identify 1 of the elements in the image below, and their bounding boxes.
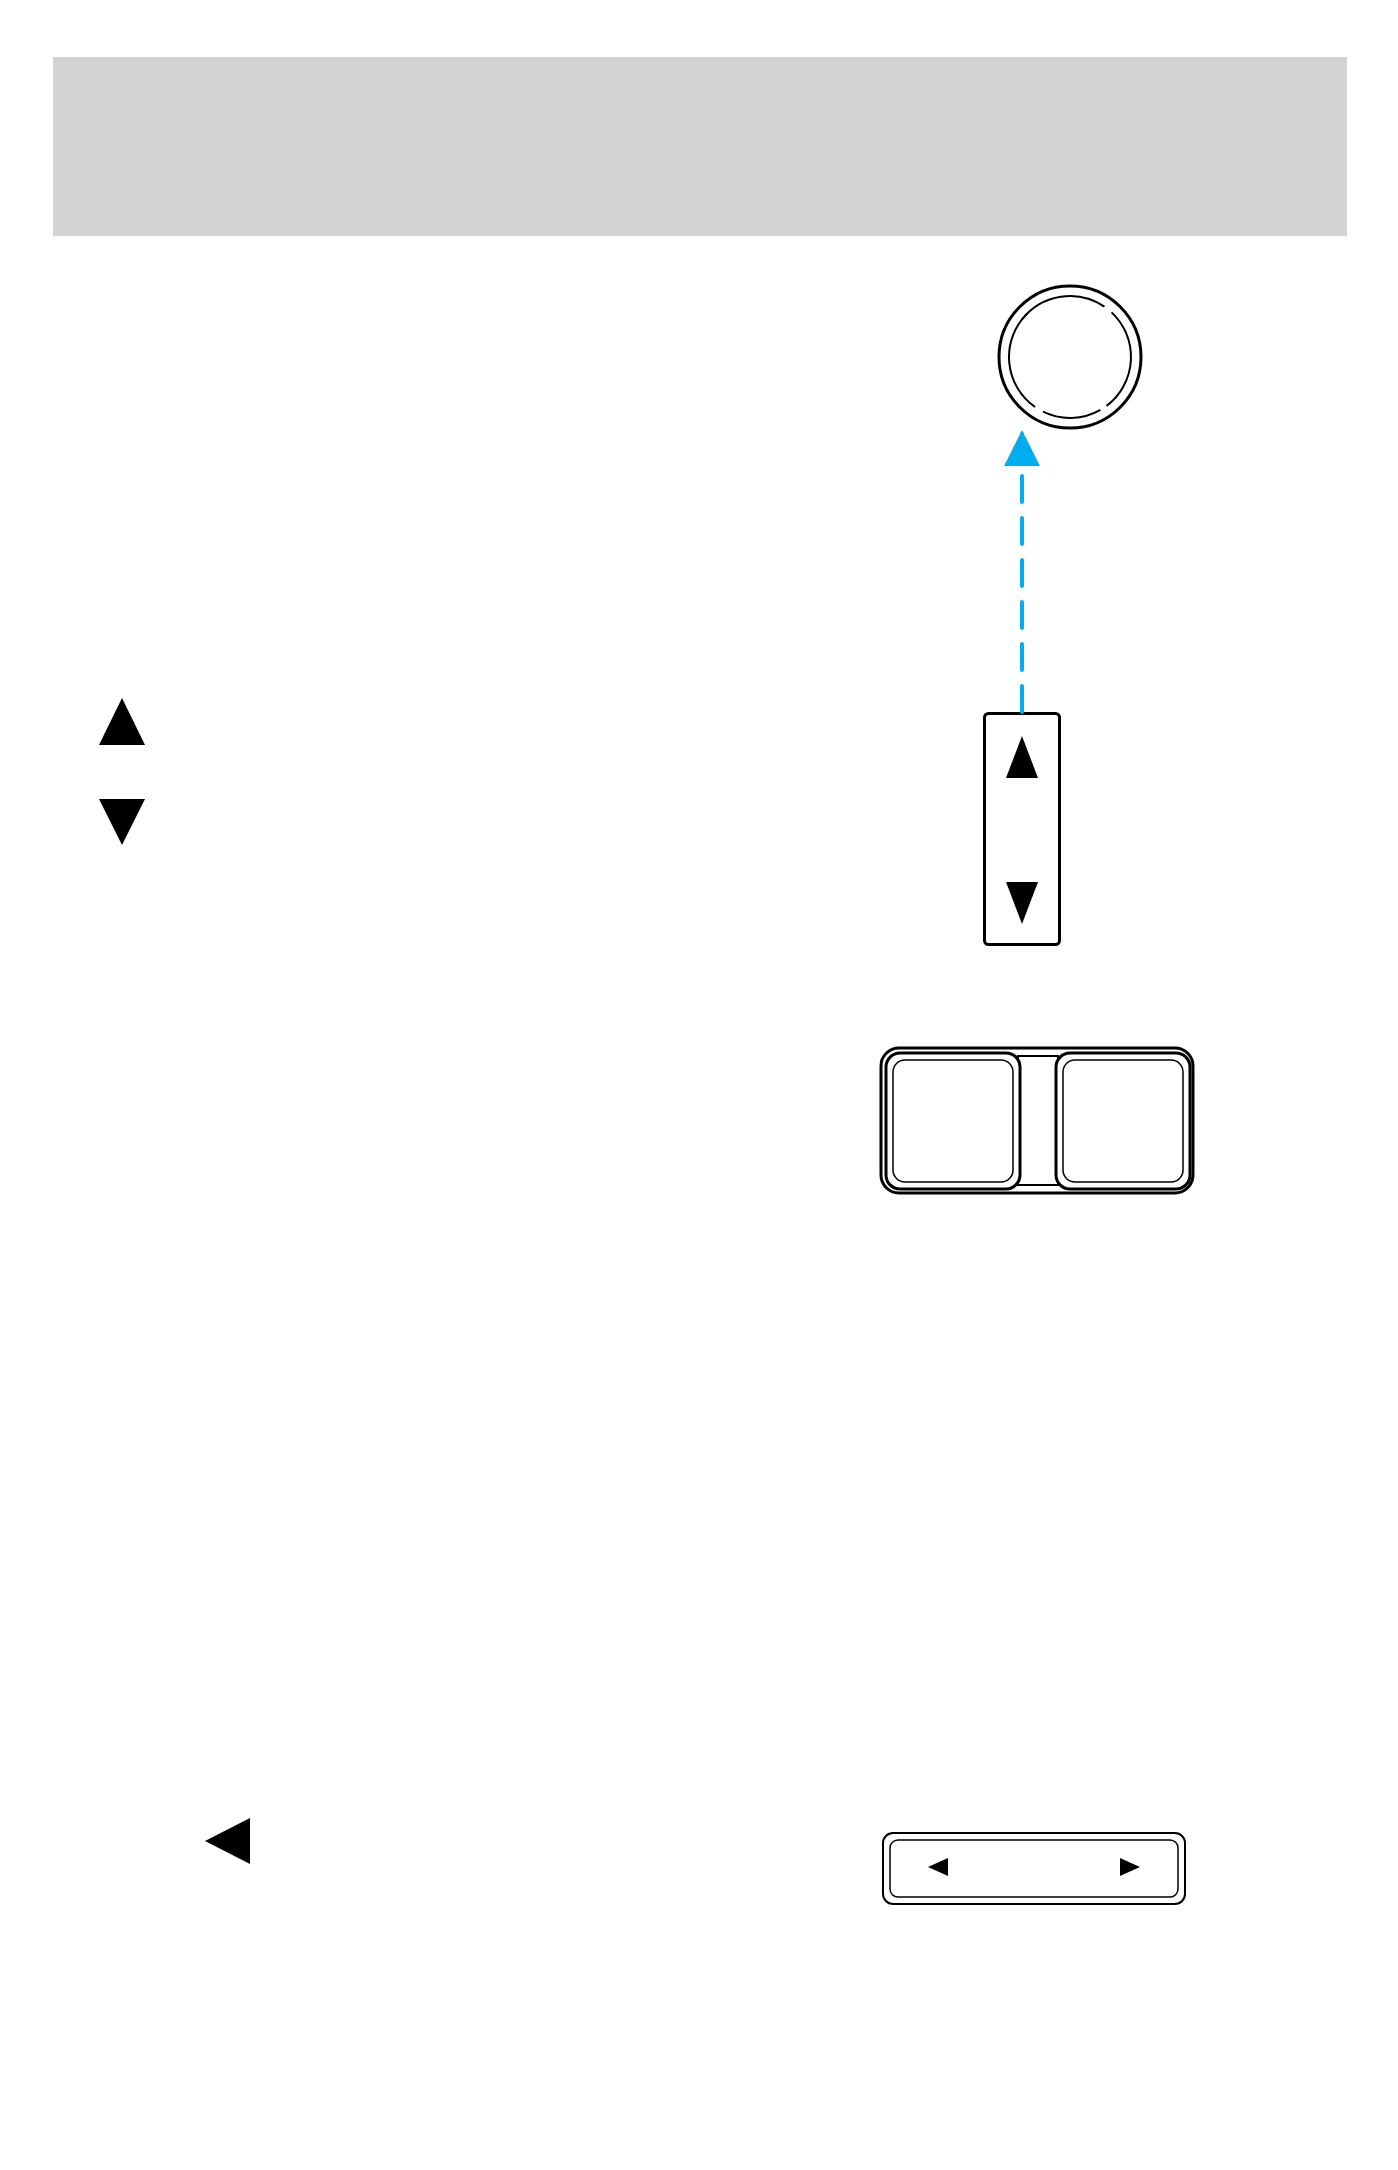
dashed-arrow: [1004, 428, 1040, 714]
